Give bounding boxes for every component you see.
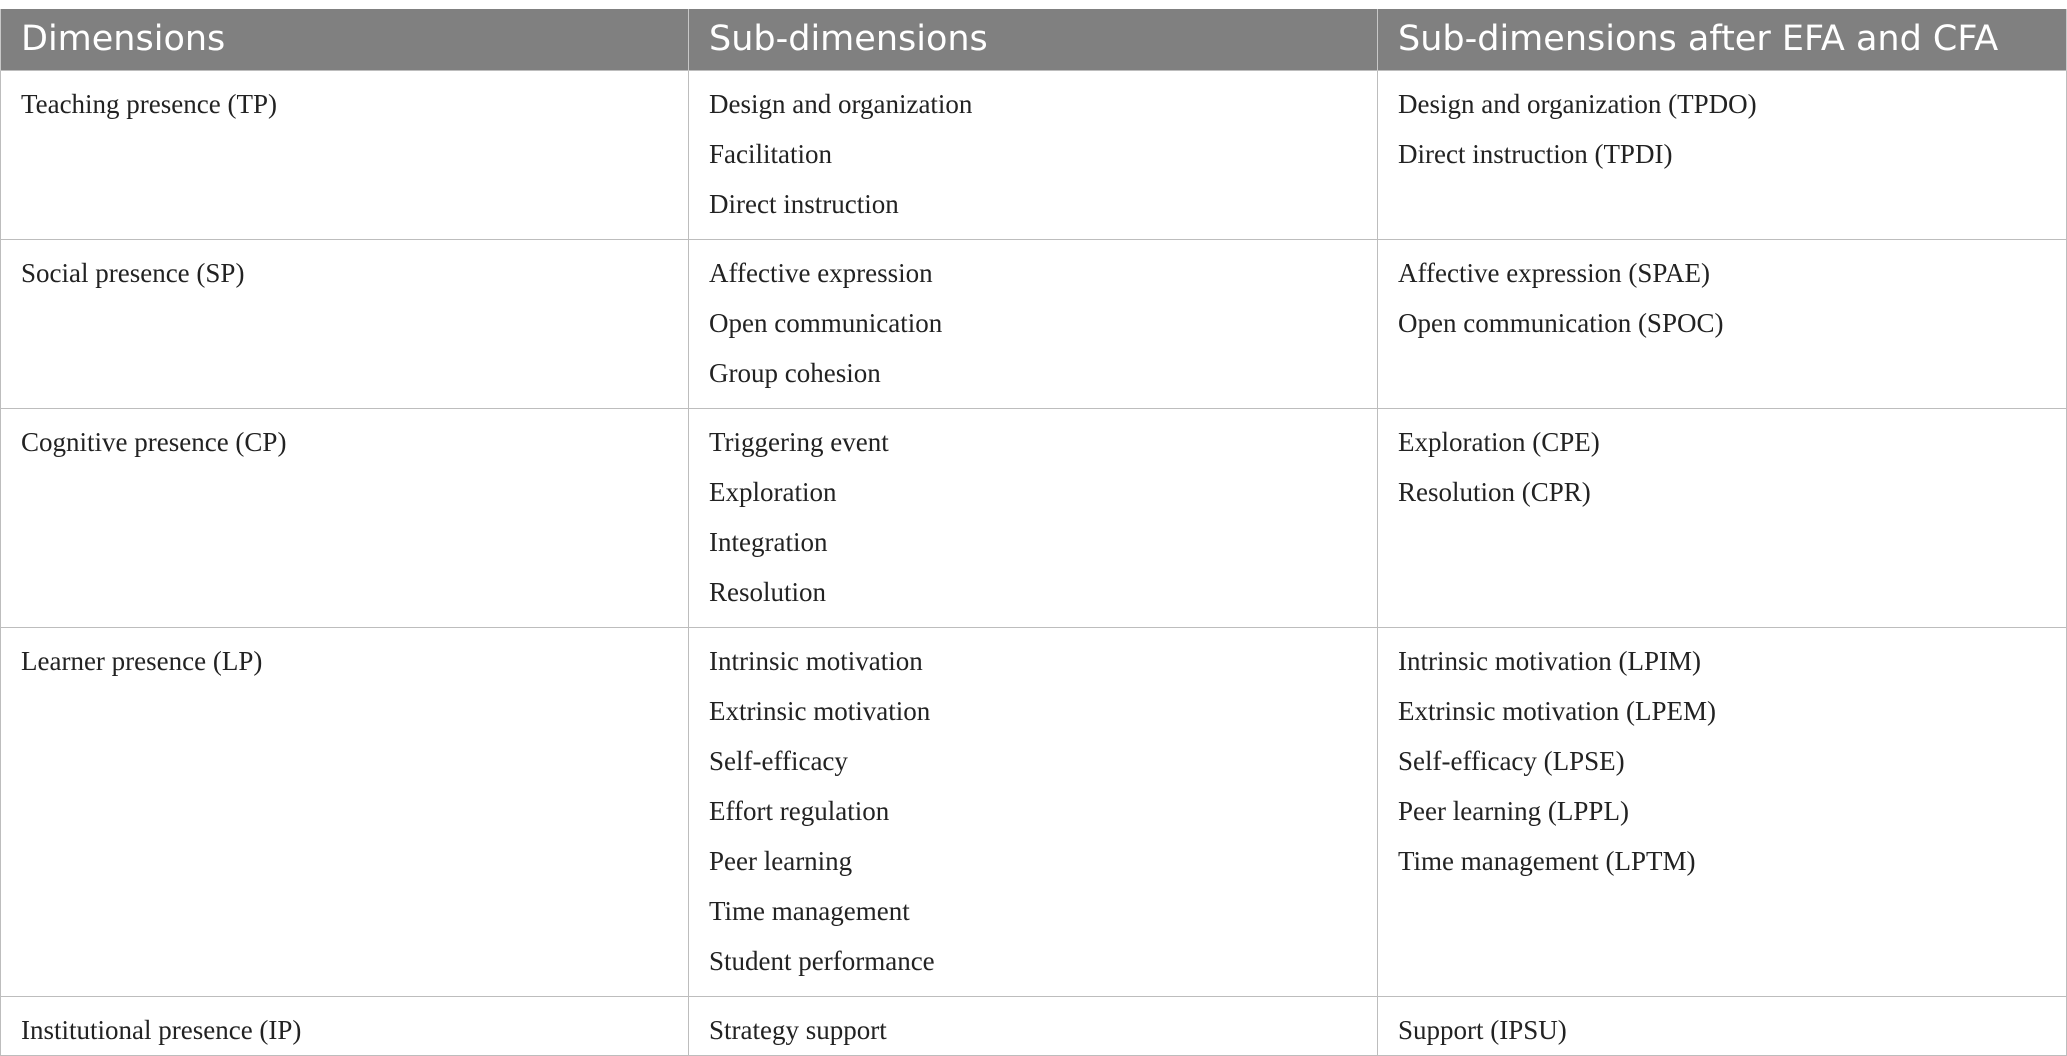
sub-dimension-after-item: Extrinsic motivation (LPEM)	[1398, 696, 1716, 726]
sub-dimensions-cell: Affective expression Open communication …	[688, 239, 1378, 409]
header-sub-dimensions-after: Sub-dimensions after EFA and CFA	[1377, 9, 2067, 71]
sub-dimension-item: Effort regulation	[709, 796, 890, 826]
sub-dimensions-after-cell: Design and organization (TPDO) Direct in…	[1377, 70, 2067, 240]
sub-dimension-after-item: Design and organization (TPDO)	[1398, 89, 1757, 119]
sub-dimension-item: Extrinsic motivation	[709, 696, 931, 726]
sub-dimension-item: Student performance	[709, 946, 935, 976]
table-row: Social presence (SP) Affective expressio…	[0, 239, 2067, 409]
dimension-cell: Cognitive presence (CP)	[0, 408, 689, 628]
sub-dimension-after-item: Support (IPSU)	[1398, 1015, 1567, 1045]
sub-dimension-item: Direct instruction	[709, 189, 899, 219]
sub-dimension-after-item: Direct instruction (TPDI)	[1398, 139, 1673, 169]
sub-dimensions-cell: Design and organization Facilitation Dir…	[688, 70, 1378, 240]
sub-dimensions-cell: Strategy support	[688, 996, 1378, 1056]
dimension-label: Institutional presence (IP)	[21, 1015, 302, 1045]
sub-dimension-item: Resolution	[709, 577, 827, 607]
sub-dimension-item: Time management	[709, 896, 910, 926]
sub-dimension-after-item: Intrinsic motivation (LPIM)	[1398, 646, 1701, 676]
sub-dimension-item: Strategy support	[709, 1015, 887, 1045]
sub-dimension-item: Peer learning	[709, 846, 853, 876]
table-header: Dimensions Sub-dimensions Sub-dimensions…	[0, 9, 2067, 71]
sub-dimension-after-item: Affective expression (SPAE)	[1398, 258, 1710, 288]
dimensions-table-container: Dimensions Sub-dimensions Sub-dimensions…	[0, 9, 2067, 1056]
table-row: Institutional presence (IP) Strategy sup…	[0, 996, 2067, 1056]
sub-dimensions-after-cell: Intrinsic motivation (LPIM) Extrinsic mo…	[1377, 627, 2067, 997]
dimension-label: Teaching presence (TP)	[21, 89, 277, 119]
sub-dimension-after-item: Time management (LPTM)	[1398, 846, 1696, 876]
sub-dimension-item: Design and organization	[709, 89, 973, 119]
sub-dimensions-after-cell: Exploration (CPE) Resolution (CPR)	[1377, 408, 2067, 628]
dimension-cell: Learner presence (LP)	[0, 627, 689, 997]
dimension-cell: Institutional presence (IP)	[0, 996, 689, 1056]
dimension-label: Cognitive presence (CP)	[21, 427, 287, 457]
sub-dimension-item: Facilitation	[709, 139, 832, 169]
table-row: Learner presence (LP) Intrinsic motivati…	[0, 627, 2067, 997]
table-row: Teaching presence (TP) Design and organi…	[0, 70, 2067, 240]
sub-dimension-after-item: Peer learning (LPPL)	[1398, 796, 1629, 826]
sub-dimension-after-item: Self-efficacy (LPSE)	[1398, 746, 1625, 776]
sub-dimensions-cell: Triggering event Exploration Integration…	[688, 408, 1378, 628]
sub-dimensions-after-cell: Affective expression (SPAE) Open communi…	[1377, 239, 2067, 409]
dimension-cell: Teaching presence (TP)	[0, 70, 689, 240]
sub-dimension-item: Integration	[709, 527, 828, 557]
header-row: Dimensions Sub-dimensions Sub-dimensions…	[0, 9, 2067, 71]
table-body: Teaching presence (TP) Design and organi…	[0, 70, 2067, 1056]
dimension-cell: Social presence (SP)	[0, 239, 689, 409]
sub-dimensions-after-cell: Support (IPSU)	[1377, 996, 2067, 1056]
sub-dimension-after-item: Open communication (SPOC)	[1398, 308, 1724, 338]
sub-dimension-after-item: Exploration (CPE)	[1398, 427, 1600, 457]
dimension-label: Social presence (SP)	[21, 258, 245, 288]
sub-dimension-item: Exploration	[709, 477, 837, 507]
sub-dimension-item: Open communication	[709, 308, 943, 338]
sub-dimension-item: Group cohesion	[709, 358, 881, 388]
sub-dimensions-cell: Intrinsic motivation Extrinsic motivatio…	[688, 627, 1378, 997]
sub-dimension-after-item: Resolution (CPR)	[1398, 477, 1591, 507]
sub-dimension-item: Affective expression	[709, 258, 933, 288]
header-sub-dimensions: Sub-dimensions	[688, 9, 1378, 71]
dimension-label: Learner presence (LP)	[21, 646, 263, 676]
header-dimensions: Dimensions	[0, 9, 689, 71]
sub-dimension-item: Triggering event	[709, 427, 889, 457]
sub-dimension-item: Self-efficacy	[709, 746, 848, 776]
table-row: Cognitive presence (CP) Triggering event…	[0, 408, 2067, 628]
dimensions-table: Dimensions Sub-dimensions Sub-dimensions…	[0, 9, 2067, 1056]
sub-dimension-item: Intrinsic motivation	[709, 646, 923, 676]
